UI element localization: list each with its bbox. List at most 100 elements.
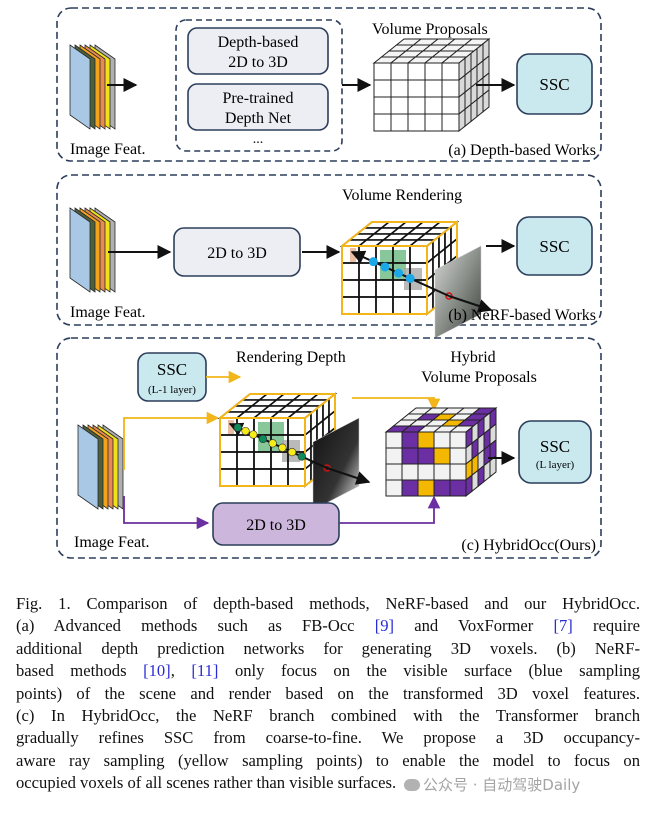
citation-link[interactable]: [9] bbox=[374, 616, 395, 636]
depth-based-2d-to-3d-box bbox=[187, 27, 329, 75]
cube-front-cell bbox=[373, 79, 392, 98]
cube-front-cell bbox=[390, 96, 409, 115]
ssc-label-b: SSC bbox=[539, 237, 569, 256]
transform-label: 2D to 3D bbox=[207, 245, 267, 262]
cube-front-cell bbox=[219, 468, 238, 487]
methods-group-border bbox=[175, 19, 343, 152]
caption-line: aware ray sampling (yellow sampling poin… bbox=[16, 750, 640, 772]
cube-front-cell bbox=[417, 463, 435, 481]
citation-link[interactable]: [7] bbox=[553, 616, 573, 636]
figure-caption: Fig. 1. Comparison of depth-based method… bbox=[16, 593, 640, 795]
cube-front-cell bbox=[253, 468, 272, 487]
green-sampling-point bbox=[258, 434, 268, 444]
cube-front-cell bbox=[385, 479, 403, 497]
transform-2d-to-3d-box bbox=[173, 227, 301, 277]
cube-front-cell bbox=[433, 479, 451, 497]
cube-front-cell bbox=[409, 296, 428, 315]
cube-front-cell bbox=[375, 245, 394, 264]
blue-sampling-point bbox=[368, 257, 378, 267]
caption-text: (c) In HybridOcc, the NeRF branch combin… bbox=[16, 706, 640, 726]
blue-sampling-point bbox=[405, 273, 415, 283]
ssc-label-a: SSC bbox=[539, 75, 569, 94]
ellipsis: ... bbox=[253, 132, 264, 147]
caption-text: gradually refines SSC from coarse-to-fin… bbox=[16, 728, 640, 748]
cube-front-cell bbox=[358, 279, 377, 298]
image-feat-label: Image Feat. bbox=[70, 141, 146, 158]
caption-line: points) of the scene and render based on… bbox=[16, 683, 640, 705]
cube-front-cell bbox=[253, 451, 272, 470]
panel-b-caption: (b) NeRF-based Works bbox=[448, 307, 596, 324]
caption-line: (c) In HybridOcc, the NeRF branch combin… bbox=[16, 705, 640, 727]
comparison-figure: Image Feat. Depth-based 2D to 3D Pre-tra… bbox=[56, 7, 602, 559]
panel-a-depth-based: Image Feat. Depth-based 2D to 3D Pre-tra… bbox=[56, 7, 602, 162]
caption-text: Fig. 1. Comparison of depth-based method… bbox=[16, 594, 640, 613]
caption-text: (a) Advanced methods such as FB-Occ bbox=[16, 616, 375, 636]
caption-text: and VoxFormer bbox=[394, 616, 554, 636]
cube-frame bbox=[219, 417, 306, 487]
panel-c-hybridocc: SSC (L-1 layer) Rendering Depth Hybrid V… bbox=[56, 337, 602, 559]
citation-link[interactable]: [10] bbox=[143, 661, 171, 681]
ssc-box-a bbox=[516, 53, 593, 115]
cube-front-cell bbox=[407, 79, 426, 98]
watermark: 公众号 · 自动驾驶Daily bbox=[404, 774, 580, 795]
cube-front-cell bbox=[373, 62, 392, 81]
cube-side-cell bbox=[482, 88, 490, 113]
panel-b-border bbox=[56, 174, 602, 326]
rendering-depth-cube bbox=[217, 392, 371, 511]
cube-front-cell bbox=[358, 296, 377, 315]
caption-line: additional depth prediction networks for… bbox=[16, 638, 640, 660]
image-features-stack bbox=[77, 424, 124, 510]
caption-text: only focus on the visible surface (blue … bbox=[218, 661, 640, 681]
rendering-depth-label: Rendering Depth bbox=[236, 349, 346, 366]
blue-sampling-point bbox=[394, 268, 404, 278]
ray-arrow bbox=[448, 295, 493, 313]
hybrid-label: Hybrid bbox=[450, 349, 495, 366]
caption-line: based methods [10], [11] only focus on t… bbox=[16, 660, 640, 682]
volume-proposals-cube bbox=[372, 37, 491, 133]
cube-front-cell bbox=[392, 296, 411, 315]
panel-b-nerf-based: Image Feat. 2D to 3D Volume Rendering SS… bbox=[56, 174, 602, 339]
pretrained-label-2: Depth Net bbox=[225, 110, 292, 127]
cube-front-cell bbox=[385, 447, 403, 465]
yellow-sampling-point bbox=[287, 448, 297, 457]
citation-link[interactable]: [11] bbox=[191, 661, 219, 681]
cube-front-cell bbox=[449, 447, 467, 465]
cube-front-cell bbox=[385, 463, 403, 481]
wechat-icon bbox=[404, 779, 420, 791]
cube-front-cell bbox=[401, 447, 419, 465]
caption-line: Fig. 1. Comparison of depth-based method… bbox=[16, 593, 640, 615]
caption-text: require bbox=[572, 616, 640, 636]
caption-line: gradually refines SSC from coarse-to-fin… bbox=[16, 727, 640, 749]
cube-front-cell bbox=[373, 96, 392, 115]
volume-proposals-label: Volume Proposals bbox=[372, 21, 488, 38]
cube-front-cell bbox=[287, 417, 306, 436]
purple-arrow-feat-to-transform bbox=[123, 496, 210, 530]
ssc-prev-label: SSC bbox=[157, 360, 187, 379]
cube-front-cell bbox=[441, 113, 460, 132]
cube-front-cell bbox=[219, 451, 238, 470]
transform-label-c: 2D to 3D bbox=[246, 517, 306, 534]
cube-front-cell bbox=[441, 62, 460, 81]
cube-front-cell bbox=[270, 417, 289, 436]
green-sampling-point bbox=[297, 452, 306, 461]
ray-arrow bbox=[326, 467, 371, 485]
cube-front-cell bbox=[407, 113, 426, 132]
yellow-sampling-point bbox=[268, 439, 277, 448]
cube-front-cell bbox=[449, 463, 467, 481]
ssc-final-label: SSC bbox=[540, 437, 570, 456]
panel-a-border bbox=[56, 7, 602, 162]
cube-front-cell bbox=[407, 96, 426, 115]
cube-front-cell bbox=[424, 96, 443, 115]
ssc-final-box bbox=[518, 420, 592, 484]
cube-frame bbox=[304, 393, 336, 419]
cube-front-cell bbox=[417, 447, 435, 465]
cube-front-cell bbox=[373, 113, 392, 132]
panel-a-caption: (a) Depth-based Works bbox=[448, 142, 596, 159]
transform-2d-to-3d-purple-box bbox=[212, 502, 340, 546]
cube-front-cell bbox=[433, 447, 451, 465]
caption-text: additional depth prediction networks for… bbox=[16, 638, 640, 658]
yellow-sampling-point bbox=[278, 443, 287, 452]
camera-image bbox=[434, 245, 482, 339]
caption-text: occupied voxels of all scenes rather tha… bbox=[16, 773, 397, 793]
volume-rendering-cube bbox=[339, 220, 493, 339]
